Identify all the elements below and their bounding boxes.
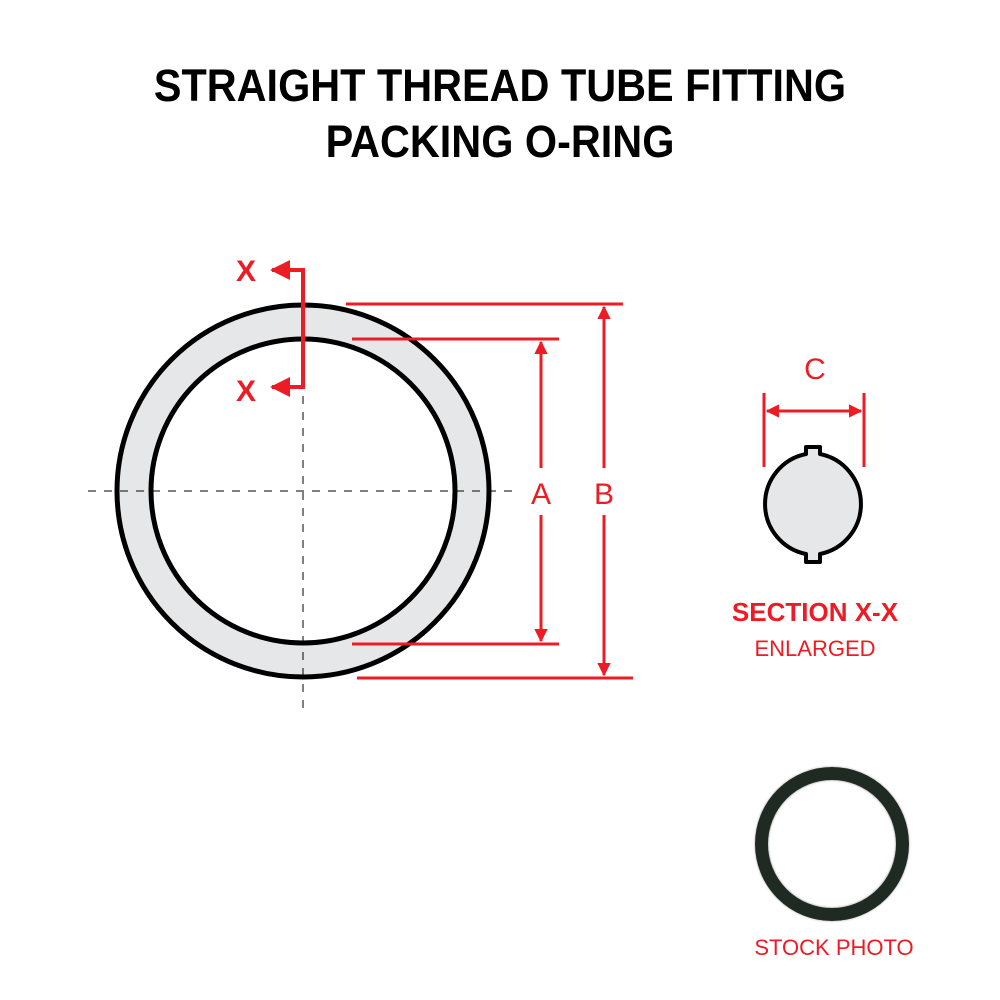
stock-photo-caption: STOCK PHOTO [754,935,913,960]
centerlines [88,396,520,712]
diagram-title: STRAIGHT THREAD TUBE FITTING PACKING O-R… [40,58,960,170]
title-line-1: STRAIGHT THREAD TUBE FITTING [153,60,847,111]
stock-photo-o-ring-image [755,767,909,921]
title-line-2: PACKING O-RING [325,116,675,167]
dimension-a-label: A [531,478,551,511]
section-cut-line [270,260,305,397]
section-heading: SECTION X-X [732,597,899,627]
cross-section-view [763,445,863,564]
dimension-b-label: B [594,478,614,511]
dimension-a [352,337,559,646]
dimension-c [762,393,866,467]
dimension-b [346,302,633,680]
section-marker-top: X [236,255,256,288]
section-subheading: ENLARGED [754,636,875,661]
dimension-c-label: C [804,353,826,386]
section-cut-path [282,268,305,389]
section-marker-bottom: X [236,375,256,408]
cross-section-shape [763,445,863,564]
